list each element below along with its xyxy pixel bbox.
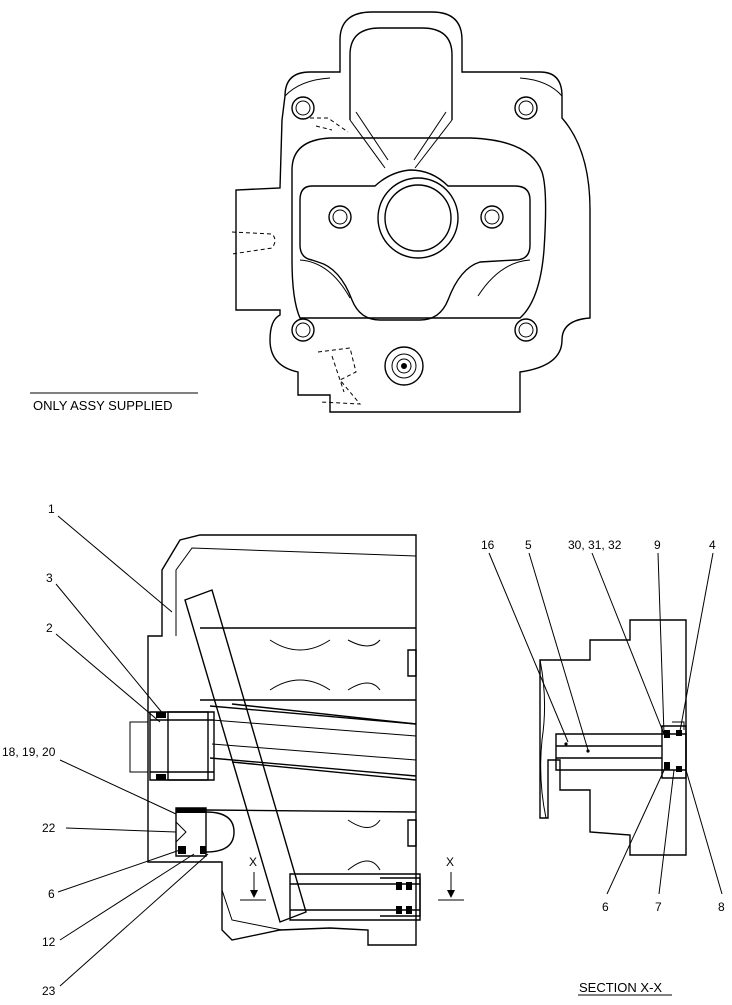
callout-2: 2 bbox=[46, 621, 53, 635]
section-callout-16: 16 bbox=[481, 538, 495, 552]
leader-lines bbox=[55, 515, 723, 987]
cylinder-block bbox=[200, 627, 417, 813]
callout-6: 6 bbox=[48, 887, 55, 901]
plug-outer bbox=[384, 346, 424, 386]
only-assy-note: ONLY ASSY SUPPLIED bbox=[33, 398, 172, 413]
section-callout-4: 4 bbox=[709, 538, 716, 552]
housing-outline bbox=[147, 534, 417, 946]
end-cover-housing bbox=[291, 137, 547, 319]
hidden-passage-bottom bbox=[317, 347, 362, 405]
flange-hole-right bbox=[480, 205, 504, 229]
callout-18-19-20: 18, 19, 20 bbox=[2, 745, 56, 759]
central-bore-inner bbox=[384, 184, 452, 252]
section-xx-title: SECTION X-X bbox=[579, 980, 662, 995]
end-cover-top-view bbox=[231, 11, 591, 413]
callout-3: 3 bbox=[46, 571, 53, 585]
section-mark-left: X bbox=[249, 855, 257, 869]
central-bore-outer bbox=[377, 177, 459, 259]
flange-hole-left bbox=[328, 205, 352, 229]
callout-12: 12 bbox=[42, 935, 56, 949]
mount-hole-bottom-right bbox=[514, 318, 538, 342]
section-callout-7: 7 bbox=[655, 900, 662, 914]
section-callout-5: 5 bbox=[525, 538, 532, 552]
section-callout-9: 9 bbox=[654, 538, 661, 552]
side-section-view bbox=[129, 534, 464, 946]
section-callout-8: 8 bbox=[718, 900, 725, 914]
mount-hole-top-left bbox=[291, 96, 315, 120]
hidden-passage-side bbox=[231, 231, 276, 255]
section-mark-right: X bbox=[446, 855, 454, 869]
swash-plate bbox=[184, 589, 307, 923]
section-callout-30-31-32: 30, 31, 32 bbox=[568, 538, 622, 552]
section-xx-view bbox=[539, 619, 687, 856]
section-callout-6: 6 bbox=[602, 900, 609, 914]
mount-hole-bottom-left bbox=[291, 318, 315, 342]
callout-1: 1 bbox=[48, 502, 55, 516]
end-cover-outline bbox=[235, 11, 591, 413]
mount-hole-top-right bbox=[514, 96, 538, 120]
section-xx-body bbox=[539, 619, 687, 856]
main-shaft bbox=[209, 705, 417, 777]
callout-23: 23 bbox=[42, 984, 56, 998]
flange-plate bbox=[299, 169, 531, 321]
callout-22: 22 bbox=[42, 821, 56, 835]
end-cover-upper-boss bbox=[349, 27, 453, 120]
hidden-passage-top bbox=[310, 117, 349, 133]
